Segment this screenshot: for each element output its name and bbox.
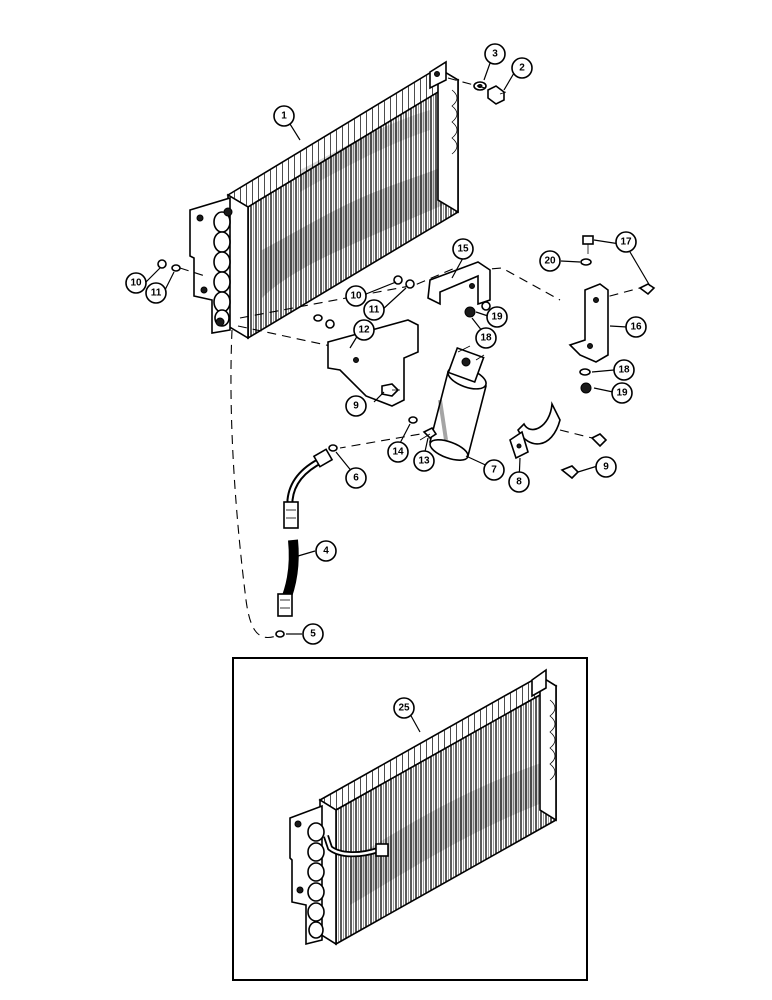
svg-text:12: 12 (358, 325, 370, 336)
nut-19-lower (580, 382, 592, 394)
bolt-13 (419, 426, 438, 441)
callout-9-lower: 9 (595, 456, 617, 478)
callout-8: 8 (508, 471, 530, 493)
callout-1: 1 (273, 105, 295, 127)
callout-10-left: 10 (125, 272, 147, 294)
strap-8 (509, 401, 561, 460)
bolt-17-top (582, 235, 594, 254)
callout-6: 6 (345, 467, 367, 489)
callout-20: 20 (539, 250, 561, 272)
callout-10-center: 10 (345, 285, 367, 307)
bracket-12 (327, 319, 419, 407)
nut-10-left (157, 259, 167, 269)
bracket-15 (427, 261, 491, 318)
svg-text:25: 25 (398, 703, 410, 714)
callout-4: 4 (315, 540, 337, 562)
svg-text:19: 19 (491, 312, 503, 323)
washer-18-lower (579, 368, 591, 376)
callout-19-center: 19 (486, 306, 508, 328)
svg-text:18: 18 (618, 365, 630, 376)
svg-text:8: 8 (516, 477, 522, 488)
callout-25: 25 (393, 697, 415, 719)
svg-text:11: 11 (151, 288, 162, 299)
callout-17: 17 (615, 231, 637, 253)
svg-text:14: 14 (392, 447, 404, 458)
callout-11-center: 11 (363, 299, 385, 321)
bolt-2 (487, 85, 507, 105)
svg-text:17: 17 (620, 237, 632, 248)
callout-15: 15 (452, 238, 474, 260)
bracket-16 (568, 283, 609, 363)
callout-2: 2 (511, 57, 533, 79)
svg-text:4: 4 (323, 546, 329, 557)
svg-text:19: 19 (616, 388, 628, 399)
svg-text:7: 7 (491, 465, 497, 476)
condenser (189, 60, 460, 340)
svg-text:6: 6 (353, 473, 359, 484)
svg-text:9: 9 (603, 462, 609, 473)
svg-text:3: 3 (492, 49, 498, 60)
bolt-17-side (638, 283, 656, 296)
svg-text:13: 13 (418, 456, 430, 467)
assembly-line-b (237, 325, 403, 376)
svg-text:10: 10 (350, 291, 362, 302)
hose-route (230, 329, 277, 638)
callout-18-right: 18 (613, 359, 635, 381)
callout-9-upper: 9 (345, 395, 367, 417)
svg-text:18: 18 (480, 333, 492, 344)
svg-text:10: 10 (130, 278, 142, 289)
callout-5: 5 (302, 623, 324, 645)
svg-text:20: 20 (544, 256, 556, 267)
receiver-drier (429, 345, 487, 461)
svg-text:9: 9 (353, 401, 359, 412)
callout-19-right: 19 (611, 382, 633, 404)
washer-11-left (171, 264, 181, 272)
svg-text:5: 5 (310, 629, 316, 640)
callout-13: 13 (413, 450, 435, 472)
callout-16: 16 (625, 316, 647, 338)
svg-text:16: 16 (630, 322, 642, 333)
o-ring-6 (328, 444, 338, 452)
callout-12: 12 (353, 319, 375, 341)
lockwasher-14 (408, 416, 418, 424)
svg-text:11: 11 (369, 305, 380, 316)
tube-bends (213, 207, 233, 327)
callout-14: 14 (387, 441, 409, 463)
inset-condenser (289, 668, 558, 946)
washer-20 (580, 258, 592, 266)
callout-18-center: 18 (475, 327, 497, 349)
bolt-9-strap-top (590, 433, 608, 448)
svg-text:2: 2 (519, 63, 525, 74)
inset-frame (232, 657, 588, 981)
callout-7: 7 (483, 459, 505, 481)
callout-3: 3 (484, 43, 506, 65)
o-ring-5 (275, 630, 285, 638)
hose-assembly (277, 448, 334, 617)
svg-text:1: 1 (281, 111, 287, 122)
bolt-9-strap-bottom (560, 465, 580, 480)
svg-text:15: 15 (457, 244, 469, 255)
callout-11-left: 11 (145, 282, 167, 304)
bolt-9-upper (381, 383, 400, 397)
washer-3 (473, 81, 487, 91)
